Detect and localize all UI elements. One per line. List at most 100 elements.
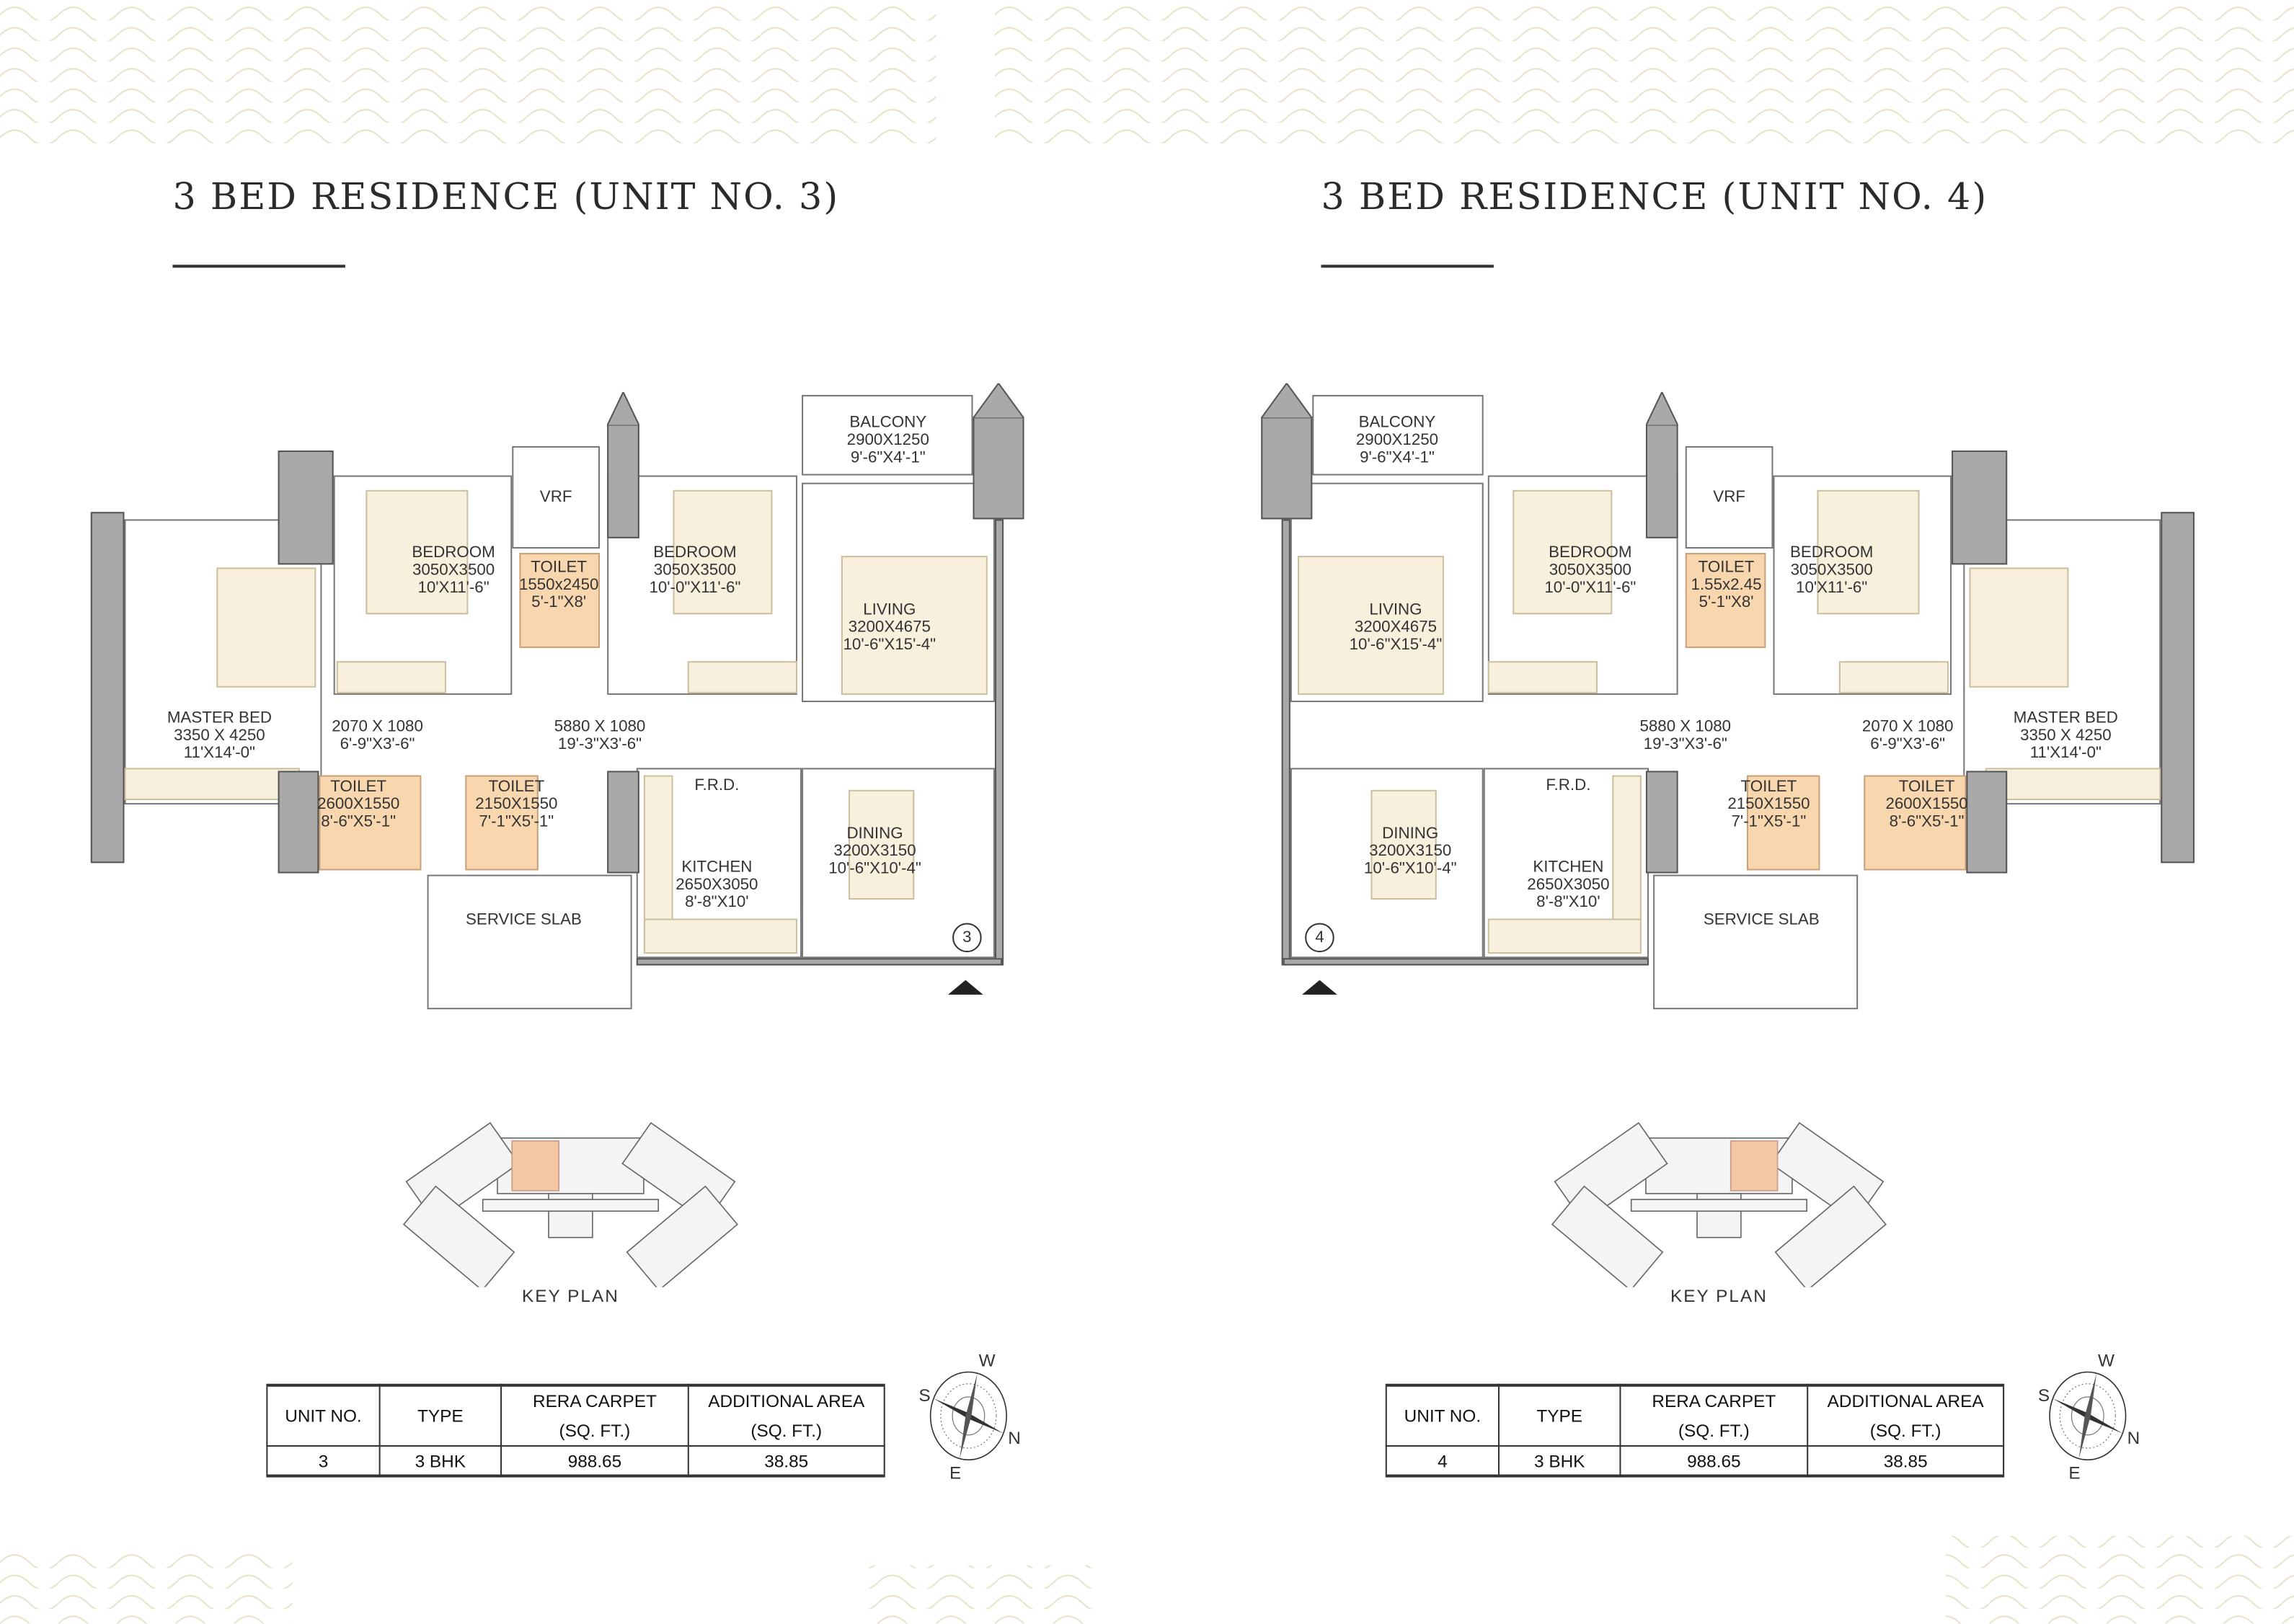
living-sofa bbox=[841, 556, 988, 695]
room-label-line: 5'-1"X8' bbox=[1699, 593, 1754, 612]
room-label-line: 2650X3050 bbox=[1527, 876, 1610, 894]
header-line: RERA CARPET bbox=[532, 1390, 657, 1412]
title-underline bbox=[172, 265, 345, 267]
toilet-common bbox=[1746, 775, 1820, 871]
wall-corner bbox=[1261, 417, 1313, 520]
room-label-line: MASTER BED bbox=[167, 709, 272, 727]
room-label-line: LIVING bbox=[1369, 601, 1422, 619]
wall-pointed-top bbox=[1645, 391, 1678, 426]
table-header-cell: ADDITIONAL AREA(SQ. FT.) bbox=[687, 1384, 885, 1447]
room-label-line: 8'-8"X10' bbox=[685, 893, 749, 912]
wall-pillar-a bbox=[1952, 451, 2008, 565]
room-label-line: BEDROOM bbox=[1790, 543, 1874, 562]
room-label-line: 3050X3500 bbox=[1549, 562, 1631, 580]
key-plan-diagram bbox=[402, 1122, 738, 1287]
room-label-frd: F.R.D. bbox=[1546, 777, 1590, 794]
wall-pointed-top bbox=[607, 391, 639, 426]
room-label-line: 9'-6"X4'-1" bbox=[1360, 448, 1435, 467]
room-label-line: 10'X11'-6" bbox=[1796, 579, 1868, 597]
room-label-line: 1550x2450 bbox=[518, 576, 599, 594]
room-label-line: F.R.D. bbox=[694, 776, 740, 794]
unit-title: 3 BED RESIDENCE (UNIT NO. 3) bbox=[172, 175, 840, 218]
room-label-line: 8'-6"X5'-1" bbox=[321, 813, 397, 831]
room-label-line: 8'-8"X10' bbox=[1536, 893, 1600, 912]
wall-toilet-a bbox=[1966, 771, 2008, 874]
key-plan-diagram bbox=[1551, 1122, 1887, 1287]
room-label-line: 3350 X 4250 bbox=[2020, 727, 2112, 745]
unit-title: 3 BED RESIDENCE (UNIT NO. 4) bbox=[1321, 175, 1988, 218]
table-cell: 3 BHK bbox=[1498, 1445, 1621, 1477]
header-line: TYPE bbox=[417, 1406, 464, 1426]
room-label-line: 3350 X 4250 bbox=[174, 727, 265, 745]
toilet-master bbox=[319, 775, 422, 871]
toilet-top bbox=[1685, 553, 1766, 648]
master-bed-furniture bbox=[216, 567, 316, 688]
room-label-line: 5880 X 1080 bbox=[554, 718, 646, 736]
room-label-line: TOILET bbox=[488, 778, 545, 796]
room-label-line: VRF bbox=[1713, 488, 1745, 507]
header-line: (SQ. FT.) bbox=[1869, 1420, 1941, 1441]
room-label-line: 19'-3"X3'-6" bbox=[557, 735, 642, 754]
title-underline bbox=[1321, 265, 1494, 267]
table-header-cell: UNIT NO. bbox=[1385, 1384, 1500, 1447]
room-label-line: 3050X3500 bbox=[412, 562, 495, 580]
room-label-line: 10'-6"X15'-4" bbox=[1349, 636, 1443, 655]
key-plan-label: KEY PLAN bbox=[521, 1285, 619, 1307]
header-line: UNIT NO. bbox=[1404, 1406, 1482, 1426]
header-line: (SQ. FT.) bbox=[1678, 1420, 1750, 1441]
room-label-line: 2900X1250 bbox=[846, 431, 929, 449]
room-label-line: F.R.D. bbox=[1546, 776, 1591, 794]
header-line: (SQ. FT.) bbox=[750, 1420, 823, 1441]
wall-shaft bbox=[607, 424, 639, 538]
kitchen-counter-bottom bbox=[643, 918, 797, 954]
room-label-vrf: VRF bbox=[540, 489, 572, 506]
compass-n-label: N bbox=[1008, 1427, 1021, 1449]
wardrobe-master bbox=[1985, 768, 2161, 801]
room-label-line: LIVING bbox=[863, 601, 916, 619]
dining-table bbox=[1370, 789, 1437, 900]
wall-corner bbox=[973, 417, 1024, 520]
header-line: ADDITIONAL AREA bbox=[1827, 1390, 1984, 1412]
room-label-line: 10'-6"X10'-4" bbox=[828, 860, 921, 878]
bedroom-b-bed bbox=[1513, 489, 1613, 615]
room-label-line: 10'-0"X11'-6" bbox=[649, 579, 741, 597]
balcony-room bbox=[802, 394, 973, 476]
room-label-line: MASTER BED bbox=[2013, 709, 2118, 727]
living-sofa bbox=[1297, 556, 1444, 695]
wall-pillar-a bbox=[278, 451, 334, 565]
toilet-master bbox=[1864, 775, 1967, 871]
entrance-marker: 3 bbox=[952, 923, 982, 953]
room-label-line: 2600X1550 bbox=[1885, 795, 1968, 814]
room-label-line: DINING bbox=[846, 825, 903, 843]
compass-e-label: E bbox=[2068, 1463, 2081, 1483]
room-label-line: BALCONY bbox=[1358, 414, 1436, 432]
room-label-line: 1.55x2.45 bbox=[1691, 576, 1762, 594]
wardrobe-bed-b bbox=[687, 661, 797, 693]
room-label-line: 11'X14'-0" bbox=[2029, 744, 2102, 763]
compass-s-label: S bbox=[2037, 1385, 2050, 1406]
room-label-line: 5'-1"X8' bbox=[531, 593, 587, 612]
room-label-line: TOILET bbox=[330, 778, 387, 796]
room-label-line: 6'-9"X3'-6" bbox=[340, 735, 415, 754]
room-label-service: SERVICE SLAB bbox=[466, 911, 582, 928]
table-header-cell: TYPE bbox=[1498, 1384, 1621, 1447]
wave-pattern-top bbox=[0, 0, 2294, 146]
table-cell: 3 BHK bbox=[378, 1445, 502, 1477]
room-label-line: 2150X1550 bbox=[475, 795, 558, 814]
